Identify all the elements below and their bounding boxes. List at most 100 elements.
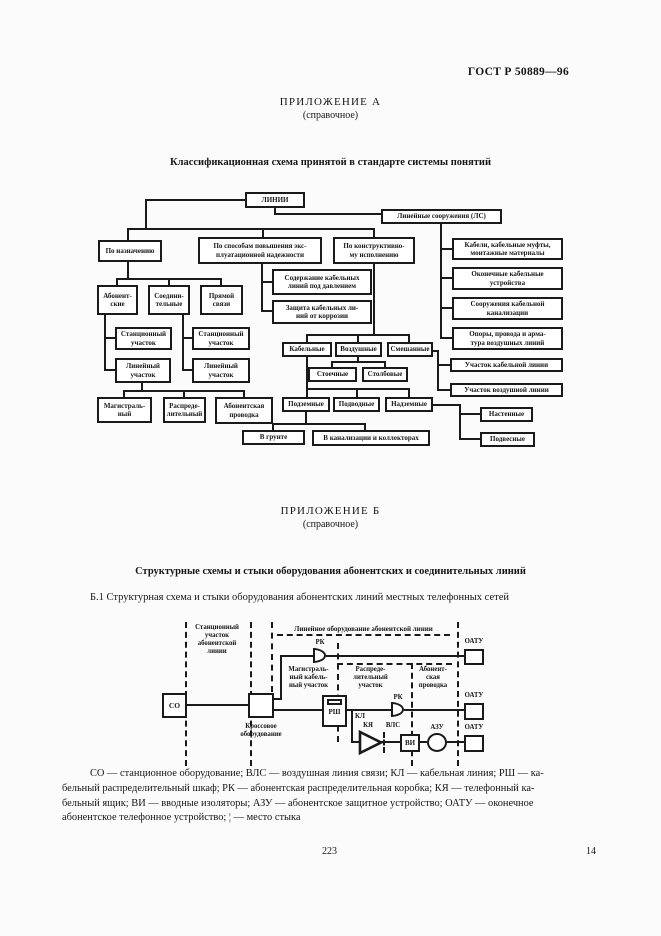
connector-line [127,262,129,279]
distribution-box-icon [391,702,404,717]
node-terminal-devices: Оконечные кабельные устройства [452,267,563,290]
connector-line [459,404,461,440]
connector-line [123,390,125,397]
connector-line [305,412,307,424]
connector-line [373,228,375,237]
connector-line [261,310,272,312]
connector-line [306,334,308,342]
node-subscriber-wiring: Абонентская проводка [215,397,273,424]
connector-line [220,278,222,285]
node-in-ducts: В канализации и коллекторах [312,430,430,446]
connector-line [373,264,375,336]
connector-line [182,337,192,339]
connector-line [408,388,410,397]
node-wall-mounted: Настенные [480,407,533,422]
node-distribution: Распреде- лительный [163,397,206,423]
wire-line [351,709,353,743]
node-duct-structures: Сооружения кабельной канализации [452,297,563,320]
cross-equipment-label: Кроссовое оборудование [240,723,282,739]
node-aerial: Воздушные [335,342,382,357]
node-suspended: Подвесные [480,432,535,447]
wire-line [280,655,313,657]
appendix-b-paragraph: Б.1 Структурная схема и стыки оборудован… [90,592,509,603]
appendix-b-title: ПРИЛОЖЕНИЕ Б [280,505,381,517]
connector-line [306,357,308,390]
distribution-box-icon [313,648,326,663]
connector-line [168,278,170,285]
wire-line [404,709,464,711]
connector-line [183,390,185,397]
wire-line [347,709,391,711]
node-by-reliability: По способам повышения экс- плуатационной… [198,237,322,264]
connector-line [262,228,264,237]
page-number-right: 14 [586,846,596,857]
node-station-section-2: Станционный участок [192,327,250,350]
connector-line [364,423,366,430]
connector-line [440,248,452,250]
terminal-device-box [464,703,484,720]
connector-line [104,337,116,339]
connector-line [459,438,480,440]
connector-line [243,390,245,397]
connector-line [433,350,439,352]
connector-line [331,361,386,363]
connector-line [182,369,192,371]
appendix-a-title: ПРИЛОЖЕНИЕ А [279,96,382,108]
connector-line [272,423,366,425]
node-connecting: Соедини- тельные [148,285,190,315]
wire-line [187,704,248,706]
protection-device-label: АЗУ [430,724,444,731]
node-cables-materials: Кабели, кабельные муфты, монтажные матер… [452,238,563,260]
node-aboveground: Надземные [385,397,433,412]
connector-line [437,389,450,391]
node-trunk: Магистраль- ный [97,397,152,423]
section-boundary-dashed [277,634,450,636]
node-subscriber: Абонент- ские [97,285,138,315]
connector-line [440,307,452,309]
protection-device-circle-icon [427,733,447,752]
rk-label: РК [315,639,325,646]
node-by-purpose: По назначению [98,240,162,262]
node-direct: Прямой связи [200,285,243,315]
appendix-b-heading: Структурные схемы и стыки оборудования а… [135,566,526,577]
node-poles-wires: Опоры, провода и арма- тура воздушных ли… [452,327,563,350]
appendix-b-note: (справочное) [302,519,359,530]
section-boundary-dashed [337,663,452,665]
connector-line [384,361,386,367]
connector-line [433,404,460,406]
oatu-label: ОАТУ [464,692,484,699]
distribution-section-label: Распреде- лительный участок [353,666,388,690]
wire-line [326,655,464,657]
wire-line [274,698,282,700]
connector-line [357,357,359,363]
connector-line [116,278,118,285]
node-lines: ЛИНИИ [245,192,305,208]
wire-line [447,741,464,743]
terminal-device-box [464,735,484,752]
cross-equipment-box [248,693,274,718]
wire-line [353,741,359,743]
node-line-section-2: Линейный участок [192,358,250,383]
oatu-label: ОАТУ [464,724,484,731]
connector-line [440,224,442,339]
trunk-cable-section-label: Магистраль- ный кабель- ный участок [288,666,329,690]
node-pressurized: Содержание кабельных линий под давлением [272,269,372,295]
station-equipment-box: СО [162,693,187,718]
appendix-a-heading: Классификационная схема принятой в станд… [169,157,492,168]
cabinet-inner-rect [327,699,342,705]
connector-line [145,199,147,230]
connector-line [331,361,333,367]
cable-line-label: КЛ [355,713,365,720]
page-number-center: 223 [322,846,337,857]
rk-label: РК [393,694,403,701]
node-aerial-line-section: Участок воздушной линии [450,383,563,397]
wire-line [274,709,322,711]
inlet-insulators-box: ВИ [400,734,420,752]
connector-line [274,213,382,215]
node-station-section-1: Станционный участок [115,327,172,350]
cable-cabinet-box: РШ [322,695,347,727]
node-by-construction: По конструктивно- му исполнению [333,237,415,264]
connector-line [145,199,245,201]
node-cable: Кабельные [282,342,332,357]
connector-line [182,315,184,371]
